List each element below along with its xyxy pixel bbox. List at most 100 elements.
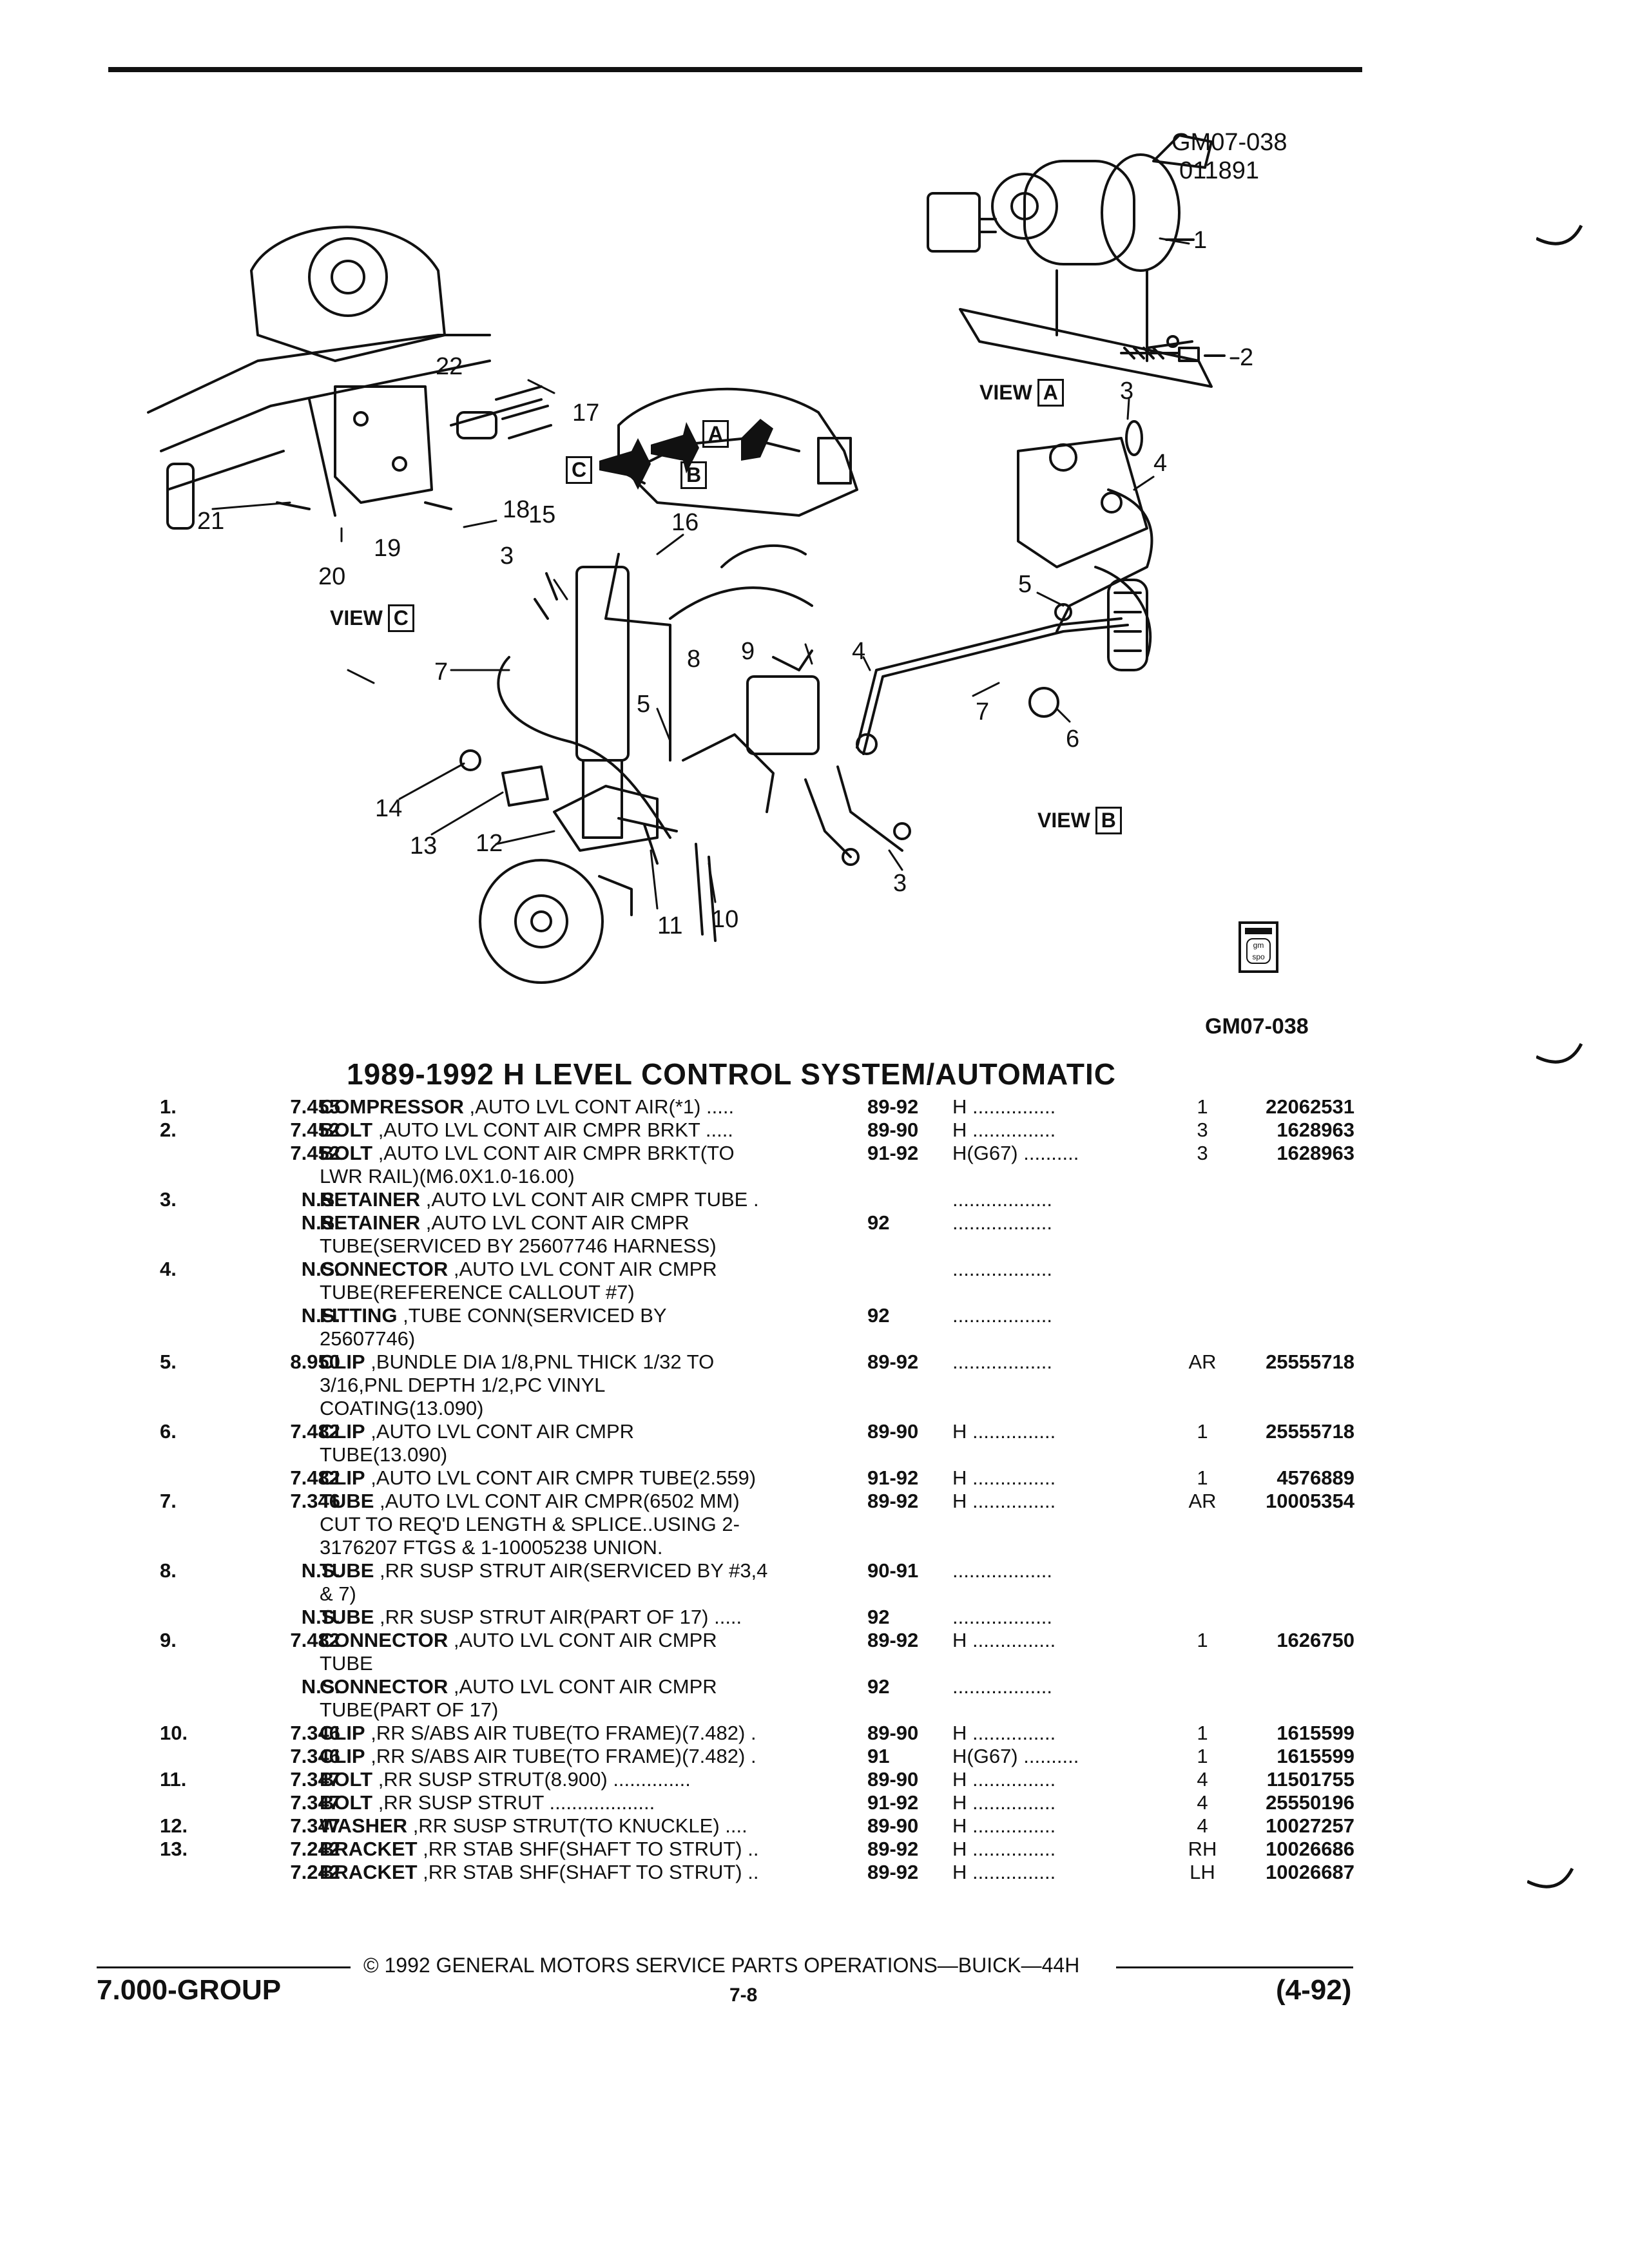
part-number: 25555718 — [1266, 1350, 1354, 1373]
part-description: COATING(13.090) — [320, 1397, 483, 1420]
quantity: 3 — [1197, 1119, 1208, 1141]
part-desc-text: ,RR STAB SHF(SHAFT TO STRUT) .. — [417, 1861, 759, 1883]
model-years: 89-92 — [867, 1490, 919, 1512]
footer-date-code: (4-92) — [1276, 1974, 1352, 2006]
callout-number: 4 — [1153, 450, 1168, 477]
part-description: RETAINER ,AUTO LVL CONT AIR CMPR — [320, 1211, 689, 1235]
series-code: .................. — [952, 1606, 1053, 1628]
group-number: 7.346 — [290, 1745, 340, 1767]
parts-row: N.S.92..................TUBE ,RR SUSP ST… — [0, 1606, 1629, 1629]
group-number: N.S. — [301, 1188, 340, 1211]
series-code: H ............... — [952, 1768, 1056, 1791]
ref-number: 9. — [160, 1629, 177, 1651]
logo-bar — [1245, 928, 1272, 934]
arrow-label-a: A — [697, 420, 729, 448]
part-desc-text: ,RR SUSP STRUT(TO KNUCKLE) .... — [407, 1814, 747, 1837]
model-years: 89-92 — [867, 1629, 919, 1651]
model-years: 89-92 — [867, 1095, 919, 1118]
series-code: H ............... — [952, 1629, 1056, 1651]
group-number: N.S. — [301, 1258, 340, 1280]
callout-number: 3 — [1120, 378, 1134, 405]
callout-number: 7 — [434, 658, 448, 686]
quantity: LH — [1190, 1861, 1215, 1883]
part-description: CLIP ,RR S/ABS AIR TUBE(TO FRAME)(7.482)… — [320, 1722, 757, 1745]
page-title: 1989-1992 H LEVEL CONTROL SYSTEM/AUTOMAT… — [347, 1057, 1116, 1091]
callout-number: 3 — [893, 870, 907, 897]
model-years: 92 — [867, 1606, 890, 1628]
parts-row: N.S.92..................RETAINER ,AUTO L… — [0, 1211, 1629, 1235]
part-description: TUBE — [320, 1652, 373, 1675]
part-description: 3/16,PNL DEPTH 1/2,PC VINYL — [320, 1374, 605, 1397]
quantity: 1 — [1197, 1095, 1208, 1118]
callout-number: 7 — [976, 698, 990, 726]
part-desc-text: ,RR SUSP STRUT(8.900) .............. — [372, 1768, 691, 1791]
parts-row: TUBE(PART OF 17) — [0, 1698, 1629, 1722]
part-desc-text: ,RR S/ABS AIR TUBE(TO FRAME)(7.482) . — [365, 1745, 757, 1767]
part-name: RETAINER — [320, 1211, 421, 1234]
part-desc-text: ,BUNDLE DIA 1/8,PNL THICK 1/32 TO — [365, 1350, 715, 1373]
series-code: H ............... — [952, 1791, 1056, 1814]
callout-number: 14 — [375, 795, 403, 822]
part-desc-text: ,AUTO LVL CONT AIR CMPR — [448, 1629, 717, 1651]
parts-row: TUBE — [0, 1652, 1629, 1675]
ref-number: 11. — [160, 1768, 187, 1791]
series-code: H ............... — [952, 1722, 1056, 1744]
quantity: 1 — [1197, 1466, 1208, 1489]
callout-number: 22 — [436, 353, 463, 380]
ref-number: 12. — [160, 1814, 188, 1837]
part-desc-text: ,RR SUSP STRUT AIR(PART OF 17) ..... — [374, 1606, 742, 1628]
quantity: 4 — [1197, 1791, 1208, 1814]
part-description: & 7) — [320, 1582, 356, 1606]
footer-copyright: © 1992 GENERAL MOTORS SERVICE PARTS OPER… — [363, 1954, 1080, 1977]
margin-mark — [1527, 1867, 1574, 1888]
compressor-assembly — [927, 134, 1226, 388]
group-number: 7.347 — [290, 1768, 340, 1791]
part-desc-text: ,AUTO LVL CONT AIR CMPR TUBE(2.559) — [365, 1466, 757, 1489]
gm-spo-logo: gm spo — [1239, 921, 1278, 973]
footer-group-code: 7.000-GROUP — [97, 1974, 282, 2006]
part-desc-text: ,RR SUSP STRUT ................... — [372, 1791, 655, 1814]
part-description: BOLT ,AUTO LVL CONT AIR CMPR BRKT ..... — [320, 1119, 733, 1142]
ref-number: 4. — [160, 1258, 177, 1280]
part-description: 3176207 FTGS & 1-10005238 UNION. — [320, 1536, 662, 1559]
model-years: 91-92 — [867, 1466, 919, 1489]
callout-number: 15 — [528, 501, 556, 528]
part-desc-text: ,RR SUSP STRUT AIR(SERVICED BY #3,4 — [374, 1559, 768, 1582]
part-description: TUBE(PART OF 17) — [320, 1698, 498, 1722]
parts-row: LWR RAIL)(M6.0X1.0-16.00) — [0, 1165, 1629, 1188]
arrow-label-c: C — [561, 456, 593, 484]
model-years: 89-92 — [867, 1350, 919, 1373]
part-description: CONNECTOR ,AUTO LVL CONT AIR CMPR — [320, 1629, 717, 1652]
callout-number: 3 — [500, 543, 514, 570]
part-name: CLIP — [320, 1722, 365, 1744]
arrow-label-b: B — [675, 461, 708, 489]
part-number: 10027257 — [1266, 1814, 1354, 1837]
callout-number: 10 — [711, 906, 739, 933]
series-code: H ............... — [952, 1814, 1056, 1837]
ref-number: 1. — [160, 1095, 177, 1118]
ref-number: 10. — [160, 1722, 188, 1744]
margin-mark — [1536, 1043, 1583, 1064]
part-name: BOLT — [320, 1768, 373, 1791]
parts-row: COATING(13.090) — [0, 1397, 1629, 1420]
group-number: 7.482 — [290, 1466, 340, 1489]
part-desc-text: LWR RAIL)(M6.0X1.0-16.00) — [320, 1165, 575, 1187]
group-number: 8.950 — [290, 1350, 340, 1373]
series-code: H ............... — [952, 1095, 1056, 1118]
callout-number: 4 — [852, 638, 866, 665]
parts-row: & 7) — [0, 1582, 1629, 1606]
part-description: TUBE ,AUTO LVL CONT AIR CMPR(6502 MM) — [320, 1490, 740, 1513]
part-name: BOLT — [320, 1142, 373, 1164]
part-description: TUBE(13.090) — [320, 1443, 447, 1466]
group-number: 7.242 — [290, 1861, 340, 1883]
part-desc-text: 25607746) — [320, 1327, 416, 1350]
footer-rule-right — [1116, 1966, 1353, 1968]
part-desc-text: 3/16,PNL DEPTH 1/2,PC VINYL — [320, 1374, 606, 1396]
part-description: BOLT ,AUTO LVL CONT AIR CMPR BRKT(TO — [320, 1142, 735, 1165]
